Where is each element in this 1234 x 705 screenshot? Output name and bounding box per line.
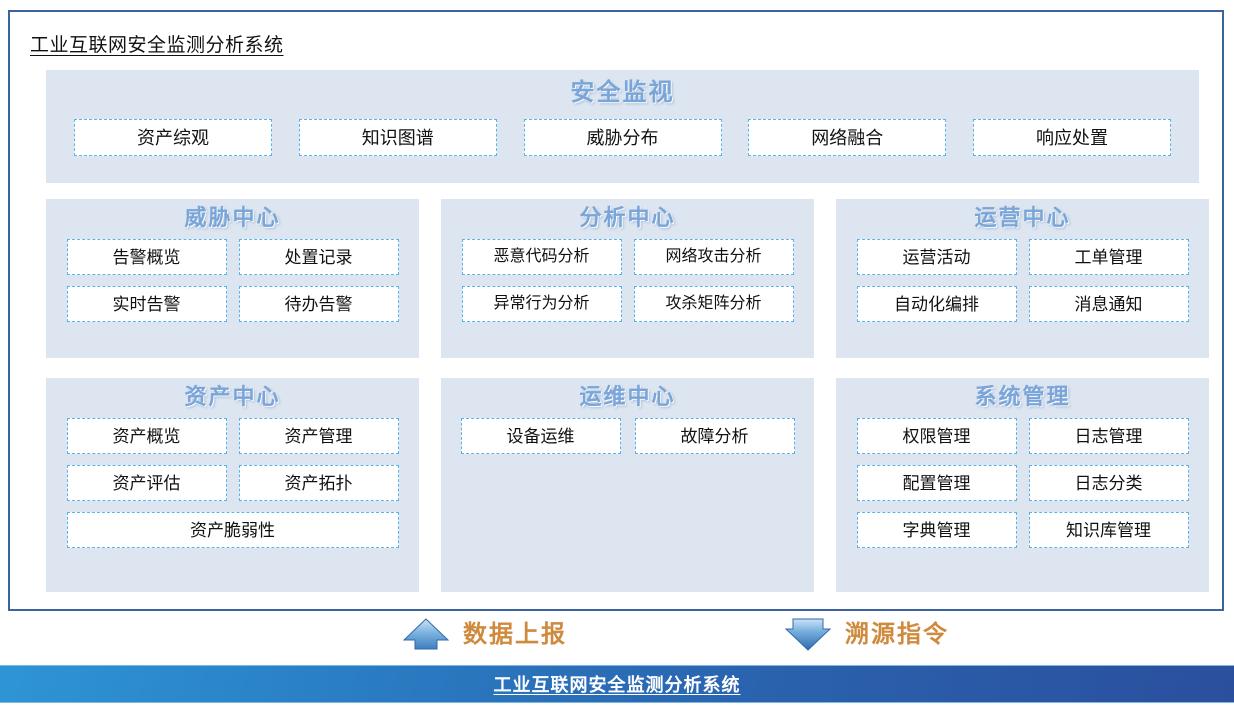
section-maintenance-center: 运维中心 设备运维 故障分析 <box>441 378 814 592</box>
menu-button-operation-activity[interactable]: 运营活动 <box>856 239 1017 275</box>
menu-button-pending-alarm[interactable]: 待办告警 <box>238 286 399 322</box>
button-group-asset-center: 资产概览 资产管理 资产评估 资产拓扑 资产脆弱性 <box>46 418 419 548</box>
button-group-threat-center: 告警概览 处置记录 实时告警 待办告警 <box>46 239 419 322</box>
data-flow-band: 数据上报 溯源指令 <box>0 614 1234 662</box>
menu-button-alarm-overview[interactable]: 告警概览 <box>66 239 227 275</box>
system-frame: 工业互联网安全监测分析系统 安全监视 资产综观 知识图谱 威胁分布 网络融合 响… <box>8 10 1224 611</box>
section-asset-center: 资产中心 资产概览 资产管理 资产评估 资产拓扑 资产脆弱性 <box>46 378 419 592</box>
button-group-security-monitor: 资产综观 知识图谱 威胁分布 网络融合 响应处置 <box>46 119 1199 156</box>
menu-button-config-management[interactable]: 配置管理 <box>856 465 1017 501</box>
arrow-up-icon <box>403 618 449 650</box>
menu-button-malware-analysis[interactable]: 恶意代码分析 <box>461 239 622 275</box>
trace-command-flow: 溯源指令 <box>785 616 949 654</box>
button-group-operation-center: 运营活动 工单管理 自动化编排 消息通知 <box>836 239 1209 322</box>
arrow-down-icon <box>785 618 831 651</box>
menu-button-asset-overview[interactable]: 资产综观 <box>74 119 272 156</box>
menu-button-handling-record[interactable]: 处置记录 <box>238 239 399 275</box>
page-title: 工业互联网安全监测分析系统 <box>30 35 284 56</box>
menu-button-asset-assessment[interactable]: 资产评估 <box>66 465 227 501</box>
section-threat-center: 威胁中心 告警概览 处置记录 实时告警 待办告警 <box>46 199 419 358</box>
section-title-asset-center: 资产中心 <box>184 384 281 409</box>
menu-button-ticket-management[interactable]: 工单管理 <box>1028 239 1189 275</box>
data-upload-flow: 数据上报 <box>403 616 567 654</box>
section-title-maintenance-center: 运维中心 <box>579 384 676 409</box>
section-operation-center: 运营中心 运营活动 工单管理 自动化编排 消息通知 <box>836 199 1209 358</box>
section-title-threat-center: 威胁中心 <box>184 205 281 230</box>
menu-button-log-classification[interactable]: 日志分类 <box>1028 465 1189 501</box>
menu-button-asset-management[interactable]: 资产管理 <box>238 418 399 454</box>
button-group-maintenance-center: 设备运维 故障分析 <box>441 418 814 454</box>
menu-button-message-notification[interactable]: 消息通知 <box>1028 286 1189 322</box>
button-group-analysis-center: 恶意代码分析 网络攻击分析 异常行为分析 攻杀矩阵分析 <box>441 239 814 322</box>
bottom-system-bar: 工业互联网安全监测分析系统 <box>0 665 1234 703</box>
menu-button-threat-distribution[interactable]: 威胁分布 <box>523 119 722 156</box>
menu-button-realtime-alarm[interactable]: 实时告警 <box>66 286 227 322</box>
button-group-system-management: 权限管理 日志管理 配置管理 日志分类 字典管理 知识库管理 <box>836 418 1209 548</box>
menu-button-response-handling[interactable]: 响应处置 <box>973 119 1171 156</box>
menu-button-permission-management[interactable]: 权限管理 <box>856 418 1017 454</box>
menu-button-knowledge-base-management[interactable]: 知识库管理 <box>1028 512 1189 548</box>
menu-button-dictionary-management[interactable]: 字典管理 <box>856 512 1017 548</box>
menu-button-fault-analysis[interactable]: 故障分析 <box>634 418 795 454</box>
menu-button-asset-topology[interactable]: 资产拓扑 <box>238 465 399 501</box>
section-title-system-management: 系统管理 <box>974 384 1071 409</box>
menu-button-network-fusion[interactable]: 网络融合 <box>748 119 947 156</box>
menu-button-automation-orchestration[interactable]: 自动化编排 <box>856 286 1017 322</box>
menu-button-knowledge-graph[interactable]: 知识图谱 <box>298 119 497 156</box>
section-analysis-center: 分析中心 恶意代码分析 网络攻击分析 异常行为分析 攻杀矩阵分析 <box>441 199 814 358</box>
section-system-management: 系统管理 权限管理 日志管理 配置管理 日志分类 字典管理 知识库管理 <box>836 378 1209 592</box>
menu-button-kill-chain-matrix-analysis[interactable]: 攻杀矩阵分析 <box>633 286 794 322</box>
menu-button-asset-summary[interactable]: 资产概览 <box>66 418 227 454</box>
trace-command-label: 溯源指令 <box>845 621 949 648</box>
section-security-monitor: 安全监视 资产综观 知识图谱 威胁分布 网络融合 响应处置 <box>46 70 1199 183</box>
section-title-operation-center: 运营中心 <box>974 205 1071 230</box>
section-title-analysis-center: 分析中心 <box>579 205 676 230</box>
bottom-bar-title: 工业互联网安全监测分析系统 <box>493 675 741 695</box>
menu-button-device-maintenance[interactable]: 设备运维 <box>460 418 621 454</box>
data-upload-label: 数据上报 <box>463 621 567 648</box>
menu-button-asset-vulnerability[interactable]: 资产脆弱性 <box>66 512 399 548</box>
menu-button-log-management[interactable]: 日志管理 <box>1028 418 1189 454</box>
menu-button-network-attack-analysis[interactable]: 网络攻击分析 <box>633 239 794 275</box>
menu-button-abnormal-behavior-analysis[interactable]: 异常行为分析 <box>461 286 622 322</box>
section-title-security-monitor: 安全监视 <box>570 79 675 106</box>
